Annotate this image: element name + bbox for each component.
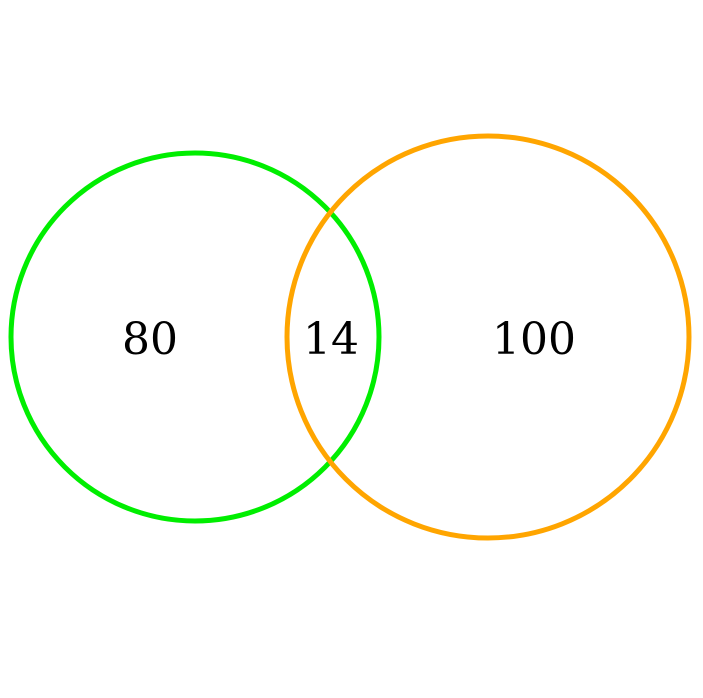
intersection-count: 14	[303, 314, 359, 365]
right-only-count: 100	[492, 314, 576, 365]
right-set-circle	[284, 133, 692, 541]
left-set-circle	[8, 150, 382, 524]
left-only-count: 80	[122, 314, 178, 365]
